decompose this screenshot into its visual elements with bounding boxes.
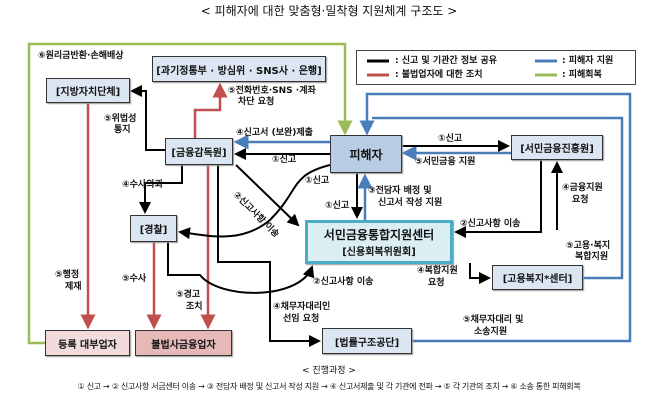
black-complex xyxy=(469,263,491,284)
node-victim: 피해자 xyxy=(330,135,402,173)
label: 요청 xyxy=(572,195,589,205)
legend-red: : 불법업자에 대한 조치 xyxy=(395,70,483,80)
label: ⑤채무자대리 및 xyxy=(463,315,524,325)
label: ⑤행정 xyxy=(55,270,80,280)
black-investigate xyxy=(139,165,183,214)
node-msit: [과기정통부 · 방심위 · SNS사 · 은행] xyxy=(152,56,326,82)
label: 차단 요청 xyxy=(238,97,275,107)
footer-heading: < 진행과정 > xyxy=(302,366,356,376)
label: ④금융지원 xyxy=(562,183,603,193)
label: ⑥원리금반환·손해배상 xyxy=(38,51,124,61)
blue-welfare-loop xyxy=(372,116,624,280)
label: ①신고 xyxy=(305,176,330,186)
label: ②신고사항 이송 xyxy=(460,219,521,229)
legend: : 신고 및 기관간 정보 공유 : 불법업자에 대한 조치 : 피해자 지원 … xyxy=(356,50,636,85)
red-block xyxy=(193,82,228,138)
label: ⑤수사 xyxy=(122,274,147,284)
node-illegal-lender: 불법사금융업자 xyxy=(135,330,232,356)
label: ⑤경고 xyxy=(176,290,201,300)
legend-blue: : 피해자 지원 xyxy=(562,56,614,66)
label: ⑤서민금융 지원 xyxy=(415,157,476,167)
label: 요청 xyxy=(428,278,445,288)
node-welfare: [고용복지*센터] xyxy=(492,265,583,290)
label: ⑤위법성 xyxy=(104,114,137,124)
label: 신고서 작성 지원 xyxy=(378,198,443,208)
black-kinfa-center xyxy=(454,160,542,238)
node-kinfa: [서민금융진흥원] xyxy=(511,135,603,160)
node-legal-aid: [법률구조공단] xyxy=(322,328,412,354)
label: 제재 xyxy=(65,282,82,292)
label: ③전담자 배정 및 xyxy=(368,186,432,196)
node-fss: [금융감독원] xyxy=(165,138,233,165)
label: ⑤전화번호·SNS ·계좌 xyxy=(228,86,316,96)
label: ④수사의뢰 xyxy=(122,180,163,190)
label: 통지 xyxy=(114,125,131,135)
green-recovery-line xyxy=(27,42,353,345)
diagram-title: < 피해자에 대한 맞춤형·밀착형 지원체계 구조도 > xyxy=(200,4,458,18)
center-name: 서민금융통합지원센터 xyxy=(323,228,435,242)
node-police: [경찰] xyxy=(130,215,177,242)
label: 복합지원 xyxy=(575,252,609,262)
legend-black: : 신고 및 기관간 정보 공유 xyxy=(395,56,498,66)
label: 선임 요청 xyxy=(283,314,320,324)
label: ①신고 xyxy=(325,201,350,211)
black-diag xyxy=(235,164,300,227)
black-fss-legal xyxy=(217,165,321,347)
footer-process: ① 신고 → ② 신고사항 서금센터 이송 → ③ 전담자 배정 및 신고서 작… xyxy=(77,382,581,391)
label: ②신고사항 이송 xyxy=(313,277,374,287)
label: ①신고 xyxy=(272,155,297,165)
node-local-gov: [지방자치단체] xyxy=(46,78,130,103)
legend-green: : 피해회복 xyxy=(562,70,602,80)
label: ④복합지원 xyxy=(417,266,458,276)
label: ④신고서 (보완)제출 xyxy=(236,128,313,138)
node-registered-lender: 등록 대부업자 xyxy=(45,330,130,356)
node-integrated-center: 서민금융통합지원센터 [신용회복위원회] xyxy=(305,220,453,264)
label: ④채무자대리인 xyxy=(273,302,331,312)
black-police-to-center xyxy=(167,242,315,294)
label: ①신고 xyxy=(438,134,463,144)
center-sub: [신용회복위원회] xyxy=(342,247,416,258)
label: ⑤고용·복지 xyxy=(566,241,611,251)
black-illegal-notice xyxy=(130,85,165,151)
label: 소송지원 xyxy=(474,327,508,337)
blue-legal-loop xyxy=(359,92,632,343)
black-police-curve xyxy=(178,164,331,240)
label: 조치 xyxy=(186,302,203,312)
